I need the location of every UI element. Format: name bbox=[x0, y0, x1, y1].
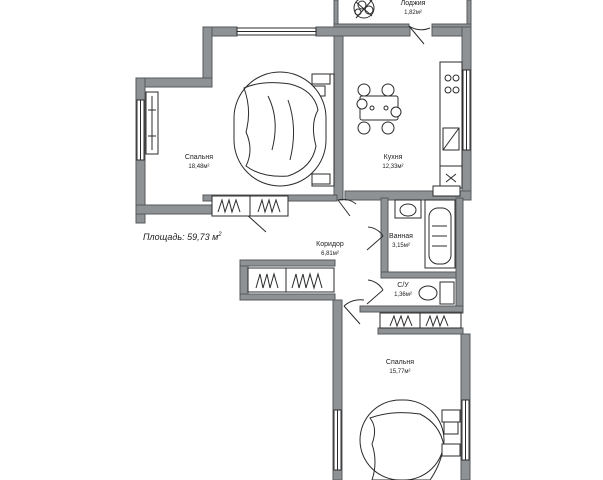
kitchen-counter-icon bbox=[439, 61, 463, 189]
loggia-wall-right bbox=[466, 0, 472, 27]
bed2-icon bbox=[359, 399, 461, 480]
bedroom1-wall-bottom bbox=[135, 204, 213, 215]
bedroom1-wall-top-left bbox=[202, 26, 213, 85]
corridor-closet-wall-bottom bbox=[239, 293, 336, 301]
total-area: Площадь: 59,73 м2 bbox=[143, 232, 222, 242]
stove-icon bbox=[432, 185, 461, 197]
furniture bbox=[145, 0, 463, 480]
door-bathroom bbox=[366, 226, 384, 251]
total-area-text: Площадь: 59,73 м bbox=[143, 232, 218, 242]
room-area: 1,82м² bbox=[404, 10, 422, 16]
bed-icon bbox=[233, 71, 335, 187]
bathroom-wall-bottom bbox=[380, 271, 462, 279]
corridor-closet-wall-top bbox=[239, 259, 336, 267]
partition-bedroom-kitchen bbox=[333, 35, 344, 201]
wc-wall-right bbox=[455, 197, 464, 314]
windows bbox=[136, 27, 471, 471]
wc-wall-bottom bbox=[359, 305, 464, 313]
room-area: 6,81м² bbox=[321, 251, 339, 257]
door-bedroom2 bbox=[343, 299, 365, 325]
room-name: Коридор bbox=[316, 241, 344, 248]
bedroom2-closet-wall bbox=[377, 327, 464, 335]
door-wc bbox=[366, 279, 384, 305]
room-name: Лоджия bbox=[401, 0, 426, 7]
room-name: Спальня bbox=[386, 359, 414, 366]
plant-icon bbox=[353, 0, 375, 19]
bedroom1-wall-step bbox=[135, 77, 213, 88]
room-area: 3,15м² bbox=[392, 243, 410, 249]
loggia-wall-left bbox=[333, 0, 339, 27]
room-name: С/У bbox=[397, 282, 409, 289]
room-name: Ванная bbox=[389, 233, 413, 240]
room-labels: Лоджия 1,82м² Спальня 18,48м² Кухня 12,3… bbox=[143, 0, 426, 375]
dining-table-icon bbox=[357, 83, 399, 135]
bedroom2-wardrobe-icon bbox=[379, 312, 462, 329]
room-area: 1,36м² bbox=[394, 292, 412, 298]
chairs-icon bbox=[356, 98, 402, 118]
door-loggia bbox=[408, 25, 431, 45]
room-name: Спальня bbox=[185, 154, 213, 161]
top-wall-mid bbox=[315, 26, 411, 37]
total-area-exponent: 2 bbox=[217, 232, 222, 238]
room-area: 15,77м² bbox=[389, 369, 410, 375]
bathroom-wall-left bbox=[380, 197, 389, 279]
room-area: 12,33м² bbox=[382, 164, 403, 170]
lower-wall-left bbox=[332, 299, 343, 480]
wardrobe-icon bbox=[211, 195, 289, 217]
corridor-wardrobe-icon bbox=[247, 267, 335, 293]
door-kitchen bbox=[337, 198, 357, 217]
sink-icon bbox=[394, 199, 422, 219]
room-name: Кухня bbox=[384, 154, 403, 161]
bathtub-icon bbox=[424, 199, 456, 269]
toilet-icon bbox=[418, 281, 455, 305]
desk-icon bbox=[145, 91, 159, 155]
room-area: 18,48м² bbox=[188, 164, 209, 170]
